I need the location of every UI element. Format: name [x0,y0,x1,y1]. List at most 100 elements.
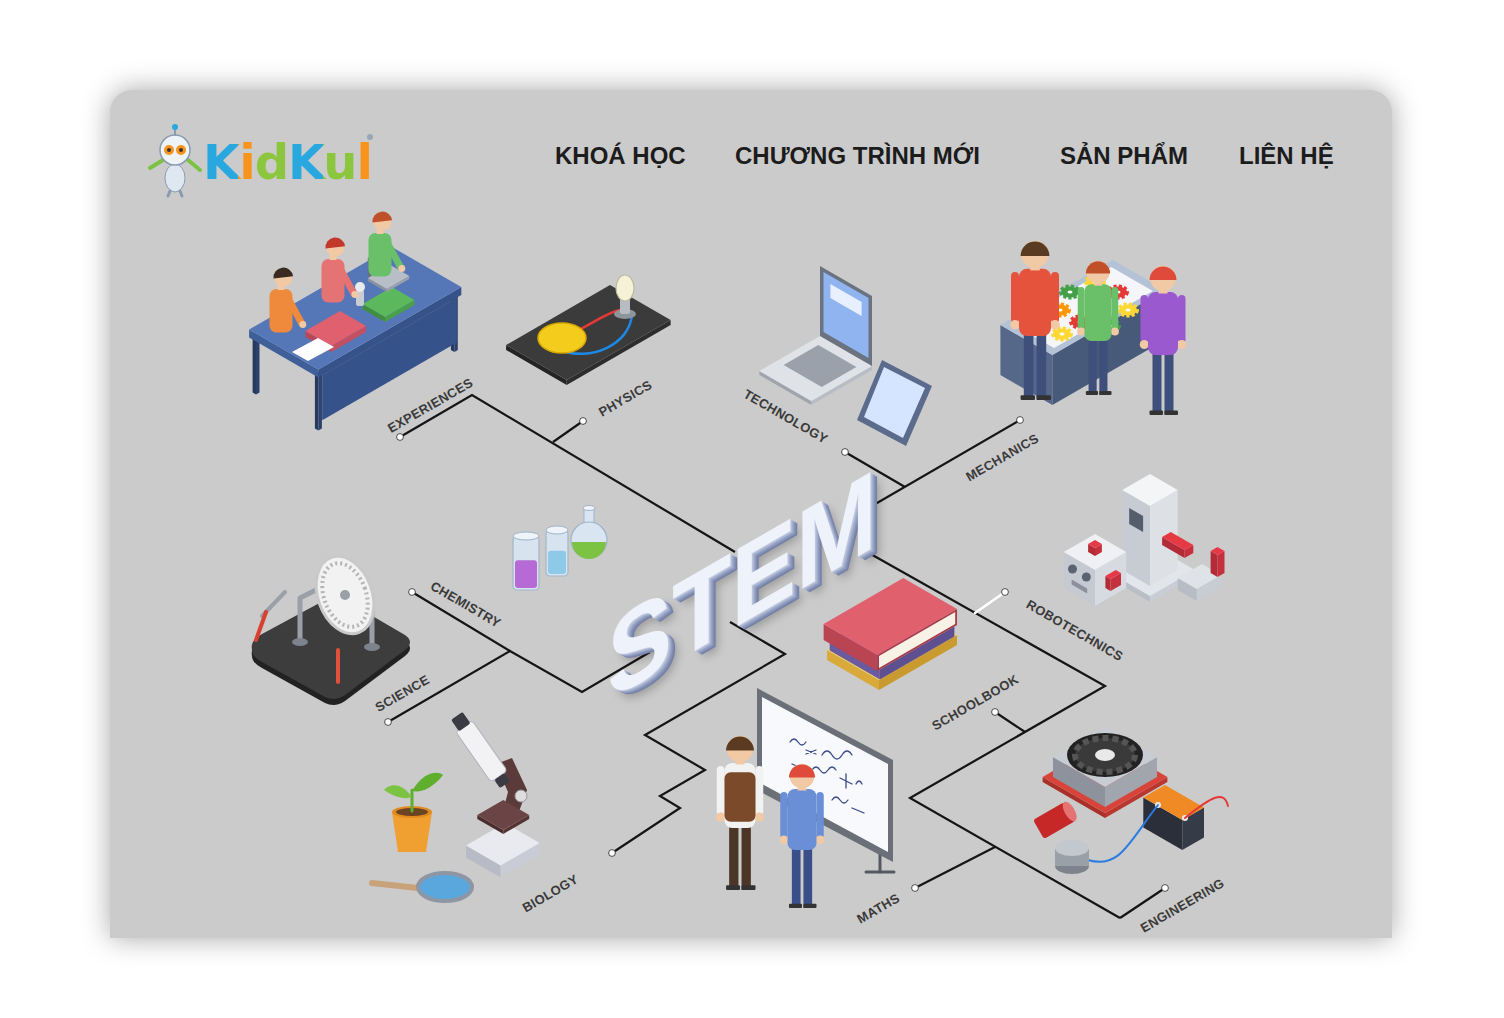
leg [1099,336,1107,395]
board-writing [822,751,852,759]
flask-bulb [571,522,607,558]
box-side [1218,551,1225,577]
box-side [256,338,260,395]
board-writing [790,739,806,745]
robot-arm [1162,532,1193,558]
leg [1024,330,1034,400]
shoe [1037,395,1051,400]
hand [1010,320,1020,330]
topic-label: MECHANICS [962,430,1043,486]
arm [1178,295,1186,343]
topic-label-box: CHEMISTRY [426,576,507,633]
nav-link-box: KHOÁ HỌC [555,142,686,170]
seated-student [270,268,307,333]
rod-foot [292,638,308,646]
study-desk [249,245,461,431]
robot-leg [168,191,170,196]
disc-wheel [306,548,384,642]
arm [1141,295,1149,343]
vest [725,772,756,822]
leader-line [388,651,650,722]
fan-blades [1075,738,1135,772]
head [1021,241,1048,268]
robot-tower [1122,474,1177,586]
topic-label: ROBOTECHNICS [1022,596,1127,666]
student-figure [1010,241,1060,400]
desk-leg [253,336,260,395]
box-side [253,338,256,395]
shoe [789,904,802,908]
hair [789,764,815,777]
nav-link-box: CHƯƠNG TRÌNH MỚI [735,142,980,170]
topic-label-box: EXPERIENCES [382,372,477,437]
shoe [1021,395,1035,400]
fan-hub [1095,749,1115,761]
objective [494,773,510,788]
tube-rim [513,532,539,540]
robot-antenna-tip [172,124,178,130]
topic-label-box: SCHOOLBOOK [926,669,1023,735]
robot-pupil [179,148,183,152]
seated-student [322,238,359,303]
hand [1077,328,1085,336]
hair [1086,261,1110,273]
box-top [1143,785,1204,820]
tablet-screen [864,367,925,438]
box-top [477,800,529,830]
disc-hub [340,590,350,600]
logo-robot [150,124,373,196]
box-top [506,285,670,380]
hair [1150,267,1177,281]
topic-label: SCHOOLBOOK [927,671,1023,735]
arm [1011,272,1019,323]
logo-dot [367,134,373,140]
flask-liquid [572,542,606,559]
hand [1050,320,1060,330]
torso [1085,284,1112,341]
arm [1112,287,1119,330]
arm [339,266,354,294]
microscope-tube [449,710,514,790]
robot-red-post [1211,547,1225,577]
gear-table-body [1000,260,1165,405]
robot-head [1064,534,1126,606]
torso [725,763,756,828]
leader-dot [1002,589,1009,596]
leader-dot [1162,885,1169,892]
arm [1051,272,1059,323]
robot-eye [1068,565,1077,574]
biology-set [372,710,540,901]
head [1087,261,1110,284]
book-stack [824,578,957,690]
box-top [1053,727,1157,787]
board-writing [840,774,852,788]
robot-head [160,135,190,165]
tablet-frame [857,360,932,446]
box-top [1105,570,1121,579]
topic-label: MATHS [853,889,904,927]
nav-link: CHƯƠNG TRÌNH MỚI [735,142,980,170]
topic-label-box: MECHANICS [961,428,1044,486]
hand [1140,340,1149,349]
arm [780,792,787,838]
box-top [1211,547,1225,555]
box-side [315,374,319,431]
desk-top [249,247,461,378]
nav-link: LIÊN HỆ [1239,142,1334,170]
book-pages [879,612,955,668]
stem-title-box: STEM [607,443,876,728]
leg [729,822,738,890]
lemon-battery [506,275,670,385]
box-top [824,578,957,655]
student-figure [780,764,825,908]
lab-glassware [513,506,607,591]
leg [792,844,801,908]
paper-sheet [292,338,334,361]
leader-line [995,712,1025,732]
shoe [1099,391,1111,395]
robot-leg [180,191,182,196]
topic-label: PHYSICS [594,376,656,421]
map-lines [385,395,1169,918]
head [373,212,391,230]
